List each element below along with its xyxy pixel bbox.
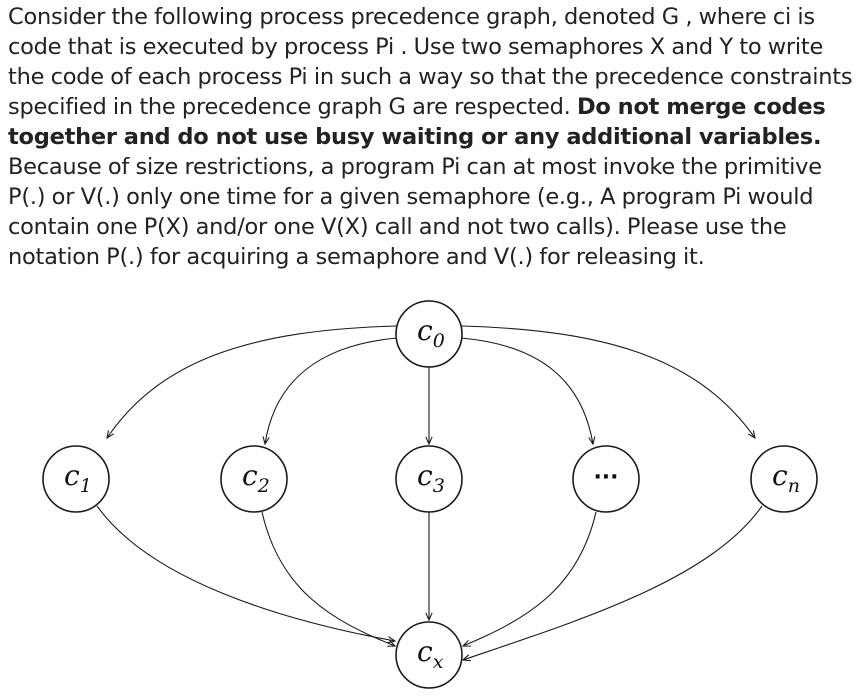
node-cx: cx xyxy=(395,621,463,689)
edge-c0-to-dots xyxy=(460,337,593,444)
node-label: c0 xyxy=(417,314,445,352)
edge-dots-to-cx xyxy=(463,511,597,646)
edge-c1-to-cx xyxy=(96,505,395,641)
node-c3: c3 xyxy=(395,445,463,513)
node-cn: cn xyxy=(750,445,818,513)
graph-edges xyxy=(96,325,763,660)
node-dots: ··· xyxy=(572,445,640,513)
edge-c0-to-cn xyxy=(460,325,755,438)
question-part-2: Because of size restrictions, a program … xyxy=(8,154,822,270)
question-part-1: Consider the following process precedenc… xyxy=(8,4,853,120)
edge-c0-to-c2 xyxy=(265,337,398,444)
node-label: cx xyxy=(417,635,444,673)
node-c0: c0 xyxy=(395,300,463,368)
node-label: c2 xyxy=(242,459,270,497)
node-circle xyxy=(572,445,640,513)
node-label: c1 xyxy=(64,459,92,497)
node-circle xyxy=(750,445,818,513)
node-circle xyxy=(220,445,288,513)
node-circle xyxy=(395,445,463,513)
node-label: cn xyxy=(772,459,800,497)
node-c2: c2 xyxy=(220,445,288,513)
node-label: c3 xyxy=(417,459,445,497)
graph-nodes: c0 c1 c2 c3 ··· cn cx xyxy=(42,300,818,689)
question-bold-constraint: Do not merge codes together and do not u… xyxy=(8,94,826,150)
question-text: Consider the following process precedenc… xyxy=(8,2,856,272)
node-circle xyxy=(395,300,463,368)
node-circle xyxy=(395,621,463,689)
edge-c2-to-cx xyxy=(261,511,395,646)
node-c1: c1 xyxy=(42,445,110,513)
node-circle xyxy=(42,445,110,513)
edge-c0-to-c1 xyxy=(107,325,398,438)
edge-cn-to-cx xyxy=(463,505,763,660)
node-label: ··· xyxy=(593,465,618,490)
